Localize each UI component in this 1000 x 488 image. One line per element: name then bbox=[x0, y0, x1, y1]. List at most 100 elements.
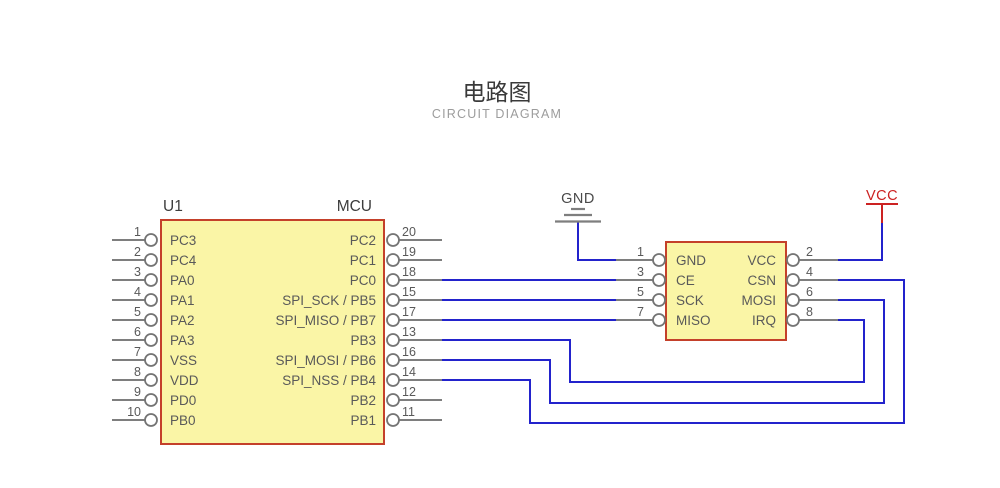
pin-circle bbox=[144, 393, 158, 407]
pin-circle bbox=[386, 333, 400, 347]
pin-label: VDD bbox=[170, 373, 199, 388]
pin-number: 1 bbox=[134, 225, 141, 239]
mcu-pin-13-pb3: 13 PB3 bbox=[350, 325, 442, 348]
pin-label: PC0 bbox=[350, 273, 376, 288]
pin-circle bbox=[144, 313, 158, 327]
mcu-pin-6-pa3: 6 PA3 bbox=[112, 325, 195, 348]
pin-number: 5 bbox=[637, 285, 644, 299]
pin-number: 19 bbox=[402, 245, 416, 259]
pin-number: 7 bbox=[134, 345, 141, 359]
pin-label: IRQ bbox=[752, 313, 776, 328]
pin-label: PC2 bbox=[350, 233, 376, 248]
module-pin-5-sck: 5 SCK bbox=[616, 285, 704, 308]
mcu-pin-11-pb1: 11 PB1 bbox=[350, 405, 442, 428]
wires bbox=[442, 222, 905, 424]
page-subtitle: CIRCUIT DIAGRAM bbox=[432, 107, 562, 121]
pin-number: 7 bbox=[637, 305, 644, 319]
vcc-label: VCC bbox=[866, 188, 898, 204]
gnd-label: GND bbox=[561, 191, 595, 207]
mcu-component: U1 MCU 1 PC3 2 PC4 3 PA0 4 PA1 bbox=[112, 198, 442, 445]
pin-label: GND bbox=[676, 253, 706, 268]
pin-number: 17 bbox=[402, 305, 416, 319]
pin-label: PB2 bbox=[350, 393, 376, 408]
mcu-type: MCU bbox=[337, 198, 372, 215]
pin-number: 16 bbox=[402, 345, 416, 359]
pin-label: SPI_SCK / PB5 bbox=[282, 293, 376, 308]
pin-label: PA3 bbox=[170, 333, 195, 348]
pin-number: 4 bbox=[134, 285, 141, 299]
pin-circle bbox=[386, 293, 400, 307]
pin-label: PB1 bbox=[350, 413, 376, 428]
rf-module-component: 1 GND 3 CE 5 SCK 7 MISO 2 VCC bbox=[616, 241, 838, 341]
pin-number: 18 bbox=[402, 265, 416, 279]
wire-mosi-to-mosi bbox=[442, 299, 885, 404]
pin-label: PC1 bbox=[350, 253, 376, 268]
pin-circle bbox=[652, 293, 666, 307]
pin-circle bbox=[786, 293, 800, 307]
pin-number: 8 bbox=[806, 305, 813, 319]
mcu-pin-20-pc2: 20 PC2 bbox=[350, 225, 442, 248]
pin-label: CSN bbox=[747, 273, 776, 288]
pin-circle bbox=[652, 273, 666, 287]
pin-number: 2 bbox=[134, 245, 141, 259]
pin-circle bbox=[144, 253, 158, 267]
pin-number: 10 bbox=[127, 405, 141, 419]
pin-circle bbox=[144, 293, 158, 307]
pin-label: MISO bbox=[676, 313, 711, 328]
pin-circle bbox=[386, 413, 400, 427]
module-pin-2-vcc: 2 VCC bbox=[747, 245, 838, 268]
pin-label: CE bbox=[676, 273, 695, 288]
mcu-pin-19-pc1: 19 PC1 bbox=[350, 245, 442, 268]
mcu-ref: U1 bbox=[163, 198, 183, 215]
title-block: 电路图 CIRCUIT DIAGRAM bbox=[432, 79, 562, 121]
wire-nss-to-csn bbox=[442, 279, 905, 424]
pin-label: PC4 bbox=[170, 253, 197, 268]
pin-number: 11 bbox=[402, 405, 415, 419]
pin-label: MOSI bbox=[741, 293, 776, 308]
mcu-pin-9-pd0: 9 PD0 bbox=[112, 385, 196, 408]
pin-number: 13 bbox=[402, 325, 416, 339]
mcu-pin-17-spi-miso: 17 SPI_MISO / PB7 bbox=[275, 305, 442, 328]
pin-circle bbox=[386, 253, 400, 267]
pin-circle bbox=[386, 373, 400, 387]
pin-circle bbox=[386, 393, 400, 407]
mcu-pin-10-pb0: 10 PB0 bbox=[112, 405, 196, 428]
module-pin-3-ce: 3 CE bbox=[616, 265, 695, 288]
rf-module-body bbox=[665, 241, 787, 341]
pin-label: SPI_MOSI / PB6 bbox=[275, 353, 376, 368]
pin-label: PA1 bbox=[170, 293, 195, 308]
pin-number: 5 bbox=[134, 305, 141, 319]
pin-number: 12 bbox=[402, 385, 416, 399]
pin-circle bbox=[144, 373, 158, 387]
mcu-pin-18-pc0: 18 PC0 bbox=[350, 265, 442, 288]
wire-gnd-to-module-pin1 bbox=[577, 222, 616, 261]
mcu-pin-14-spi-nss: 14 SPI_NSS / PB4 bbox=[282, 365, 442, 388]
pin-circle bbox=[652, 253, 666, 267]
pin-number: 8 bbox=[134, 365, 141, 379]
pin-circle bbox=[144, 413, 158, 427]
module-pin-6-mosi: 6 MOSI bbox=[741, 285, 838, 308]
mcu-pin-1-pc3: 1 PC3 bbox=[112, 225, 196, 248]
pin-circle bbox=[144, 273, 158, 287]
pin-number: 3 bbox=[134, 265, 141, 279]
pin-number: 2 bbox=[806, 245, 813, 259]
pin-label: PD0 bbox=[170, 393, 196, 408]
wire-pb3-to-irq bbox=[442, 319, 865, 383]
pin-number: 3 bbox=[637, 265, 644, 279]
pin-label: PB0 bbox=[170, 413, 196, 428]
mcu-pin-4-pa1: 4 PA1 bbox=[112, 285, 195, 308]
pin-label: SCK bbox=[676, 293, 704, 308]
pin-circle bbox=[144, 353, 158, 367]
pin-number: 4 bbox=[806, 265, 813, 279]
pin-label: VSS bbox=[170, 353, 197, 368]
mcu-pin-7-vss: 7 VSS bbox=[112, 345, 197, 368]
pin-number: 20 bbox=[402, 225, 416, 239]
vcc-symbol: VCC bbox=[866, 188, 898, 223]
pin-circle bbox=[786, 313, 800, 327]
pin-number: 14 bbox=[402, 365, 416, 379]
wire-vcc-to-module-pin2 bbox=[838, 223, 883, 261]
pin-number: 6 bbox=[806, 285, 813, 299]
pin-circle bbox=[386, 273, 400, 287]
pin-circle bbox=[144, 233, 158, 247]
